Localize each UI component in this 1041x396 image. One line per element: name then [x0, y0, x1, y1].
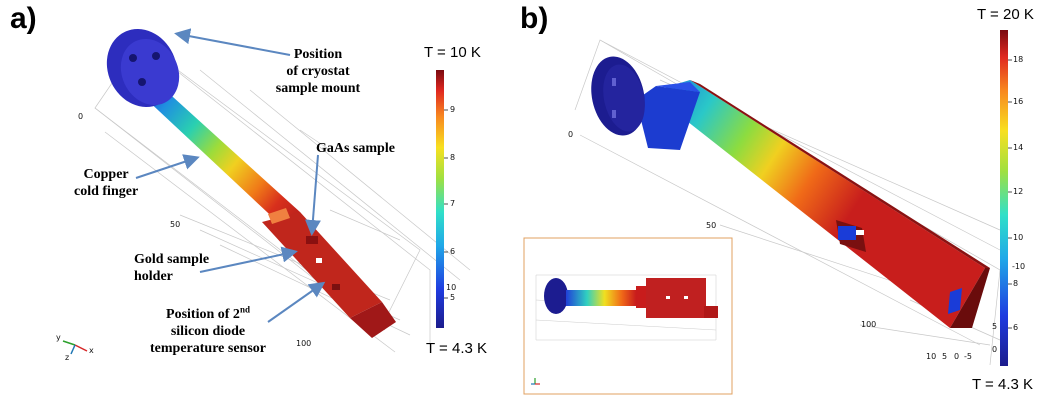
panel-b-bottom-tick: -5	[964, 352, 972, 361]
panel-b-side-tick: 0	[992, 345, 998, 354]
panel-b-bottom-tick: 10	[926, 352, 937, 361]
panel-a-axis-triad	[62, 340, 88, 355]
panel-b-mount	[591, 56, 645, 136]
panel-a-arrows	[135, 28, 326, 323]
panel-b-colorbar-min: T = 4.3 K	[972, 376, 1034, 393]
annotation-copper-cold-finger: Copper cold finger	[74, 166, 138, 200]
panel-a-colorbar-tick: 5	[450, 293, 456, 302]
annotation-line: of cryostat	[286, 64, 350, 79]
annotation-line: Position of 2nd	[150, 304, 266, 323]
panel-a-letter: a)	[10, 2, 37, 35]
annotation-line: Gold sample	[134, 252, 210, 267]
panel-b-bottom-tick: 0	[954, 352, 960, 361]
triad-y-label: y	[56, 333, 61, 342]
panel-b-colorbar	[1000, 30, 1008, 366]
annotation-diode-sensor: Position of 2nd silicon diode temperatur…	[150, 304, 266, 357]
annotation-gaas-sample: GaAs sample	[316, 141, 395, 156]
panel-a-colorbar-ticks	[444, 109, 448, 299]
panel-b-colorbar-tick: 18	[1013, 55, 1024, 64]
panel-b-colorbar-ticks	[1008, 59, 1012, 329]
panel-a-colorbar-min: T = 4.3 K	[426, 340, 488, 357]
panel-a-colorbar	[436, 70, 444, 328]
annotation-line: sample mount	[275, 81, 361, 96]
panel-b-colorbar-tick: 8	[1013, 279, 1019, 288]
panel-b-colorbar-title: T = 20 K	[977, 6, 1034, 23]
annotation-line: holder	[134, 269, 173, 284]
panel-a-colorbar-title: T = 10 K	[424, 44, 481, 61]
panel-b-colorbar-tick: 12	[1013, 187, 1024, 196]
panel-b-sample-window	[836, 220, 962, 314]
panel-a-mount	[106, 29, 180, 107]
panel-b-colorbar-tick: 10	[1013, 233, 1024, 242]
panel-a-colorbar-tick: 9	[450, 105, 456, 114]
annotation-superscript: nd	[239, 304, 250, 315]
annotation-line: Position	[293, 47, 343, 62]
annotation-line: silicon diode	[170, 324, 246, 339]
panel-b-axis-tick: 0	[568, 130, 574, 139]
annotation-line: cold finger	[74, 184, 139, 199]
annotation-gold-holder: Gold sample holder	[134, 251, 209, 285]
annotation-line: Copper	[83, 167, 129, 182]
panel-a-gold-holder	[262, 208, 396, 338]
panel-b-side-tick: 5	[992, 322, 998, 331]
panel-b-colorbar-tick: 16	[1013, 97, 1024, 106]
panel-b-axis-tick: 50	[706, 221, 717, 230]
panel-b-axis-side-tick: -10	[1012, 262, 1026, 271]
panel-a-axis-tick: 0	[78, 112, 84, 121]
panel-b-letter: b)	[520, 2, 549, 35]
panel-a-colorbar-tick: 8	[450, 153, 456, 162]
panel-b-blue-clamp	[636, 82, 700, 150]
panel-b-colorbar-tick: 14	[1013, 143, 1024, 152]
panel-b-colorbar-tick: 6	[1013, 323, 1019, 332]
panel-a-axis-tick: 100	[296, 339, 312, 348]
panel-b-bottom-tick: 5	[942, 352, 948, 361]
triad-z-label: z	[65, 353, 70, 362]
panel-b-axis-tick: 100	[861, 320, 877, 329]
inset-axis-triad	[531, 378, 540, 385]
triad-x-label: x	[89, 346, 94, 355]
panel-a-colorbar-tick: 7	[450, 199, 456, 208]
panel-b-cold-finger	[650, 80, 990, 328]
panel-a-axis-side-tick: 10	[446, 283, 457, 292]
annotation-line: temperature sensor	[150, 341, 266, 356]
panel-a-axis-tick: 50	[170, 220, 181, 229]
annotation-text: Position of 2	[166, 307, 240, 322]
inset-model	[544, 278, 718, 318]
panel-a-colorbar-tick: 6	[450, 247, 456, 256]
annotation-cryostat-mount: Position of cryostat sample mount	[268, 46, 368, 97]
